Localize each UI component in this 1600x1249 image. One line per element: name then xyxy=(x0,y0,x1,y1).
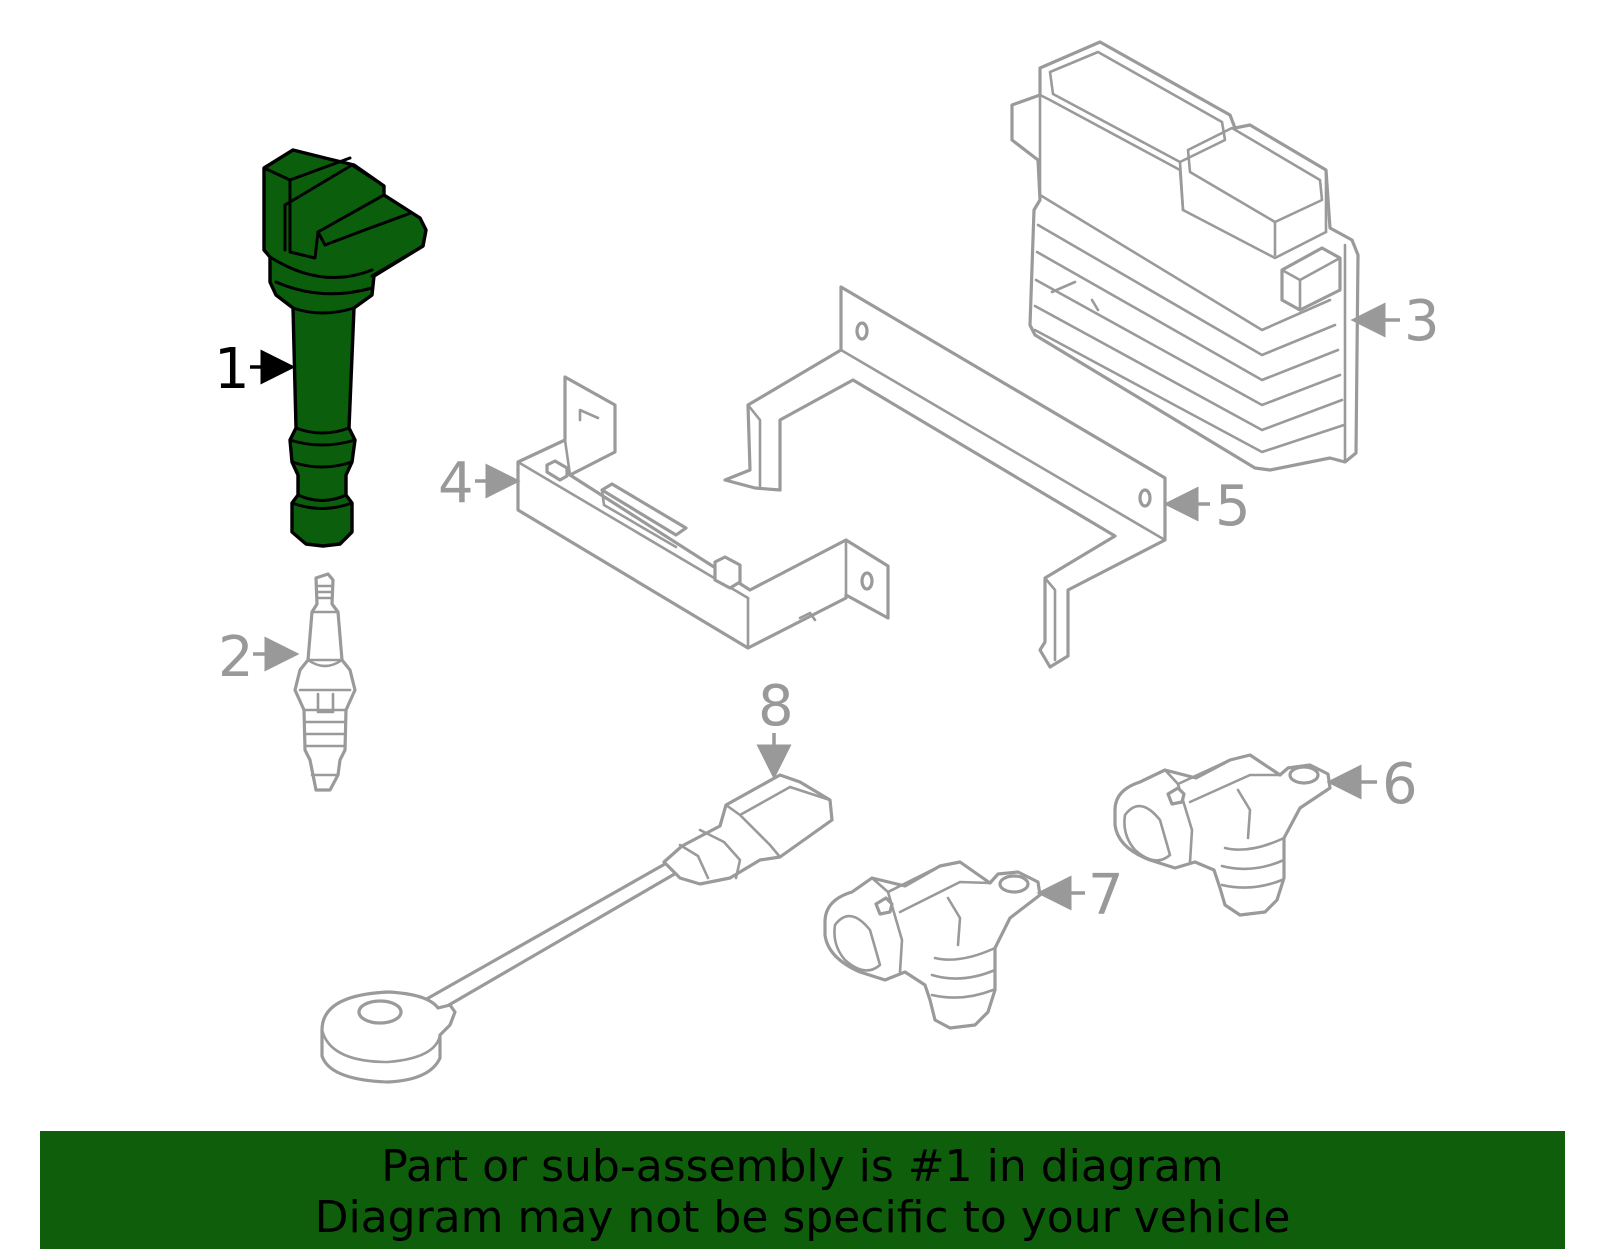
banner-line-2: Diagram may not be specific to your vehi… xyxy=(314,1192,1291,1243)
ignition-coil xyxy=(262,148,428,548)
mounting-bracket xyxy=(516,375,890,650)
info-banner: Part or sub-assembly is #1 in diagram Di… xyxy=(40,1131,1565,1249)
ecm-mounting-bracket xyxy=(723,285,1167,669)
callout-3: 3 xyxy=(1404,289,1440,354)
callout-8: 8 xyxy=(758,674,794,739)
camshaft-position-sensor-6 xyxy=(1113,753,1332,917)
callout-7: 7 xyxy=(1088,863,1124,928)
callout-1: 1 xyxy=(214,337,250,402)
camshaft-position-sensor-7 xyxy=(823,860,1042,1030)
banner-line-1: Part or sub-assembly is #1 in diagram xyxy=(381,1141,1224,1192)
parts-diagram: 1 2 3 4 5 6 7 8 xyxy=(214,40,1440,1084)
engine-control-module xyxy=(1010,40,1360,472)
callout-4: 4 xyxy=(438,451,474,516)
callout-2: 2 xyxy=(218,625,254,690)
callout-6: 6 xyxy=(1382,752,1418,817)
callout-5: 5 xyxy=(1215,474,1251,539)
spark-plug xyxy=(293,572,357,792)
knock-sensor xyxy=(320,773,834,1084)
